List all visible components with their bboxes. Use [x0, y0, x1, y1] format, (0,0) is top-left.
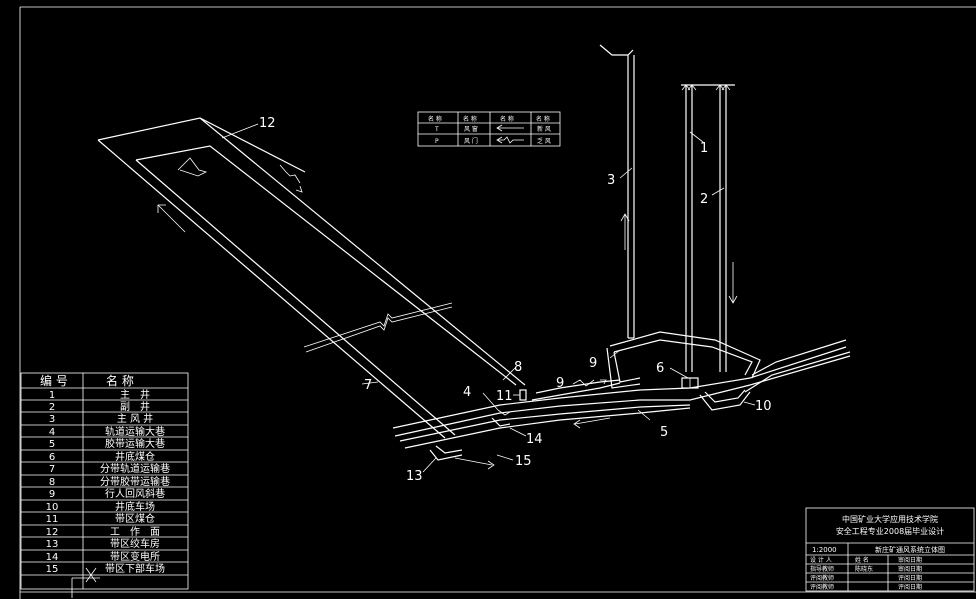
ucs-icon [71, 567, 100, 598]
part-name: 行人回风斜巷 [105, 487, 165, 500]
return-air-arrow-icon [496, 136, 524, 144]
label-12: 12 [259, 116, 276, 131]
part-no: 1 [49, 390, 55, 401]
label-14: 14 [526, 432, 543, 447]
part-no: 14 [46, 552, 59, 563]
label-13: 13 [406, 469, 423, 484]
part-no: 13 [46, 539, 59, 550]
label-6: 6 [656, 361, 664, 376]
part-name: 分带胶带运输巷 [100, 475, 170, 488]
title-row-date: 审阅日期 [898, 556, 922, 564]
title-row-date: 评阅日期 [898, 583, 922, 591]
label-8: 8 [514, 360, 522, 375]
legend-name-fresh-air: 新 风 [537, 125, 551, 133]
legend-table: 名 称 名 称 名 称 名 称 T 风 窗 新 风 P 风 门 乏 风 [417, 111, 561, 147]
title-row-role: 评阅教师 [810, 583, 834, 591]
part-name: 轨道运输大巷 [105, 425, 165, 438]
part-no: 12 [46, 527, 59, 538]
part-name: 副 井 [120, 400, 150, 413]
label-9-slope: 9 [556, 376, 564, 391]
main-roadways [392, 339, 851, 449]
part-name: 胶带运输大巷 [105, 437, 165, 450]
part-no: 15 [46, 564, 59, 575]
legend-header-2: 名 称 [463, 115, 477, 123]
legend-symbol-window: T [434, 126, 439, 133]
legend-header-3: 名 称 [500, 115, 514, 123]
part-name: 工 作 面 [110, 526, 160, 538]
label-5: 5 [660, 425, 668, 440]
part-no: 10 [46, 502, 59, 513]
part-name: 分带轨道运输巷 [100, 462, 170, 475]
part-name: 带区煤仓 [115, 512, 155, 525]
part-no: 2 [49, 402, 55, 413]
auxiliary-shaft [715, 84, 731, 372]
title-row-role: 评阅教师 [810, 574, 834, 582]
title-line-2: 安全工程专业2008届毕业设计 [836, 526, 944, 536]
part-name: 井底煤仓 [115, 450, 155, 463]
label-15: 15 [515, 454, 532, 469]
title-row-name: 姓 名 [855, 556, 869, 564]
part-name: 带区变电所 [110, 550, 160, 563]
shaft-bottom-station [606, 331, 761, 411]
parts-header-no: 编 号 [40, 373, 68, 388]
drawing-scale: 1:2000 [812, 546, 837, 554]
part-name: 主 风 井 [117, 412, 153, 425]
part-no: 7 [49, 464, 55, 475]
label-11: 11 [496, 389, 513, 404]
part-no: 11 [46, 514, 59, 525]
title-row-role: 指导教师 [810, 565, 834, 573]
airflow-arrows [157, 157, 738, 470]
label-9-shaft-bottom: 9 [589, 356, 597, 371]
part-name: 带区绞车房 [110, 537, 160, 550]
label-10: 10 [755, 399, 772, 414]
part-no: 5 [49, 439, 55, 450]
parts-table: 编 号 名 称 1 主 井 2 副 井 3 主 风 井 4 轨道运输大巷 5 胶… [20, 372, 189, 590]
part-no: 6 [49, 452, 55, 463]
part-name: 主 井 [120, 388, 150, 401]
title-row-date: 审阅日期 [898, 565, 922, 573]
fresh-air-arrow-icon [496, 124, 524, 132]
title-line-1: 中国矿业大学应用技术学院 [842, 514, 938, 524]
title-row-name: 陈晓东 [855, 565, 873, 573]
part-name: 井底车场 [115, 500, 155, 513]
label-2: 2 [700, 192, 708, 207]
label-3: 3 [607, 173, 615, 188]
part-name: 带区下部车场 [105, 562, 165, 575]
title-row-date: 评阅日期 [898, 574, 922, 582]
part-no: 3 [49, 414, 55, 425]
legend-header-1: 名 称 [428, 115, 442, 123]
working-face [97, 117, 526, 439]
return-slope-roadway [531, 379, 621, 401]
leader-lines [221, 123, 756, 473]
part-no: 9 [49, 489, 55, 500]
main-shaft [681, 84, 735, 372]
part-no: 8 [49, 477, 55, 488]
main-air-shaft [599, 44, 635, 339]
part-no: 4 [49, 427, 55, 438]
drawing-name: 新庄矿通风系统立体图 [875, 545, 945, 554]
parts-header-name: 名 称 [106, 373, 134, 388]
legend-header-4: 名 称 [536, 115, 550, 123]
legend-name-door: 风 门 [464, 137, 478, 145]
legend-symbol-door: P [435, 138, 439, 145]
legend-name-return-air: 乏 风 [537, 137, 551, 145]
label-1: 1 [700, 141, 708, 156]
title-block: 中国矿业大学应用技术学院 安全工程专业2008届毕业设计 新庄矿通风系统立体图 … [805, 507, 975, 592]
label-7: 7 [364, 378, 372, 393]
legend-name-window: 风 窗 [464, 125, 478, 133]
label-4: 4 [463, 385, 471, 400]
title-row-role: 设 计 人 [810, 556, 832, 564]
